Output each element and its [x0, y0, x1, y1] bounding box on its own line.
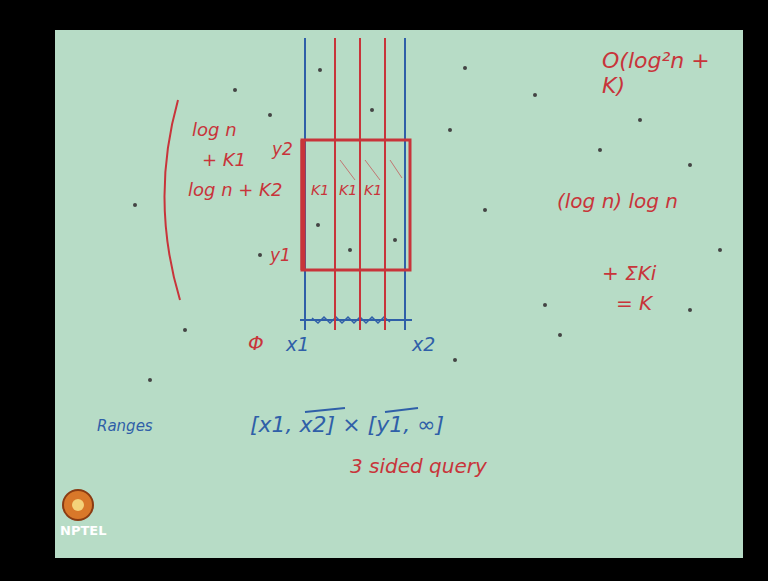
range-expression: [x1, x2] × [y1, ∞] — [248, 412, 446, 437]
sum-note: = K — [614, 292, 654, 315]
cost-note: (log n) log n — [555, 190, 680, 213]
slab-boundary — [300, 38, 412, 330]
cost-term: log n — [190, 120, 239, 141]
coordinate-label: y1 — [268, 246, 293, 266]
query-note: 3 sided query — [348, 455, 489, 478]
complexity-note: O(log²n + K) — [600, 48, 724, 99]
bracket — [164, 100, 180, 300]
strike-marks — [305, 408, 418, 412]
logo-text: NPTEL — [58, 524, 108, 539]
count-label: K1 — [309, 182, 331, 198]
query-rectangle — [302, 140, 410, 270]
split-lines — [335, 38, 385, 330]
cost-term: log n + K2 — [186, 180, 284, 201]
point-set — [133, 66, 722, 382]
coordinate-label: x1 — [284, 334, 311, 356]
cost-term: + K1 — [200, 150, 248, 171]
coordinate-label: y2 — [270, 140, 295, 160]
board — [55, 30, 743, 558]
nptel-logo — [63, 490, 93, 520]
query-edge — [301, 140, 306, 270]
count-label: K1 — [362, 182, 384, 198]
sum-note: + ΣKi — [600, 262, 658, 285]
count-label: K1 — [337, 182, 359, 198]
symbol-label: Φ — [246, 332, 266, 355]
heading-note: Ranges — [95, 418, 155, 435]
hatching — [340, 160, 402, 180]
coordinate-label: x2 — [410, 334, 437, 356]
